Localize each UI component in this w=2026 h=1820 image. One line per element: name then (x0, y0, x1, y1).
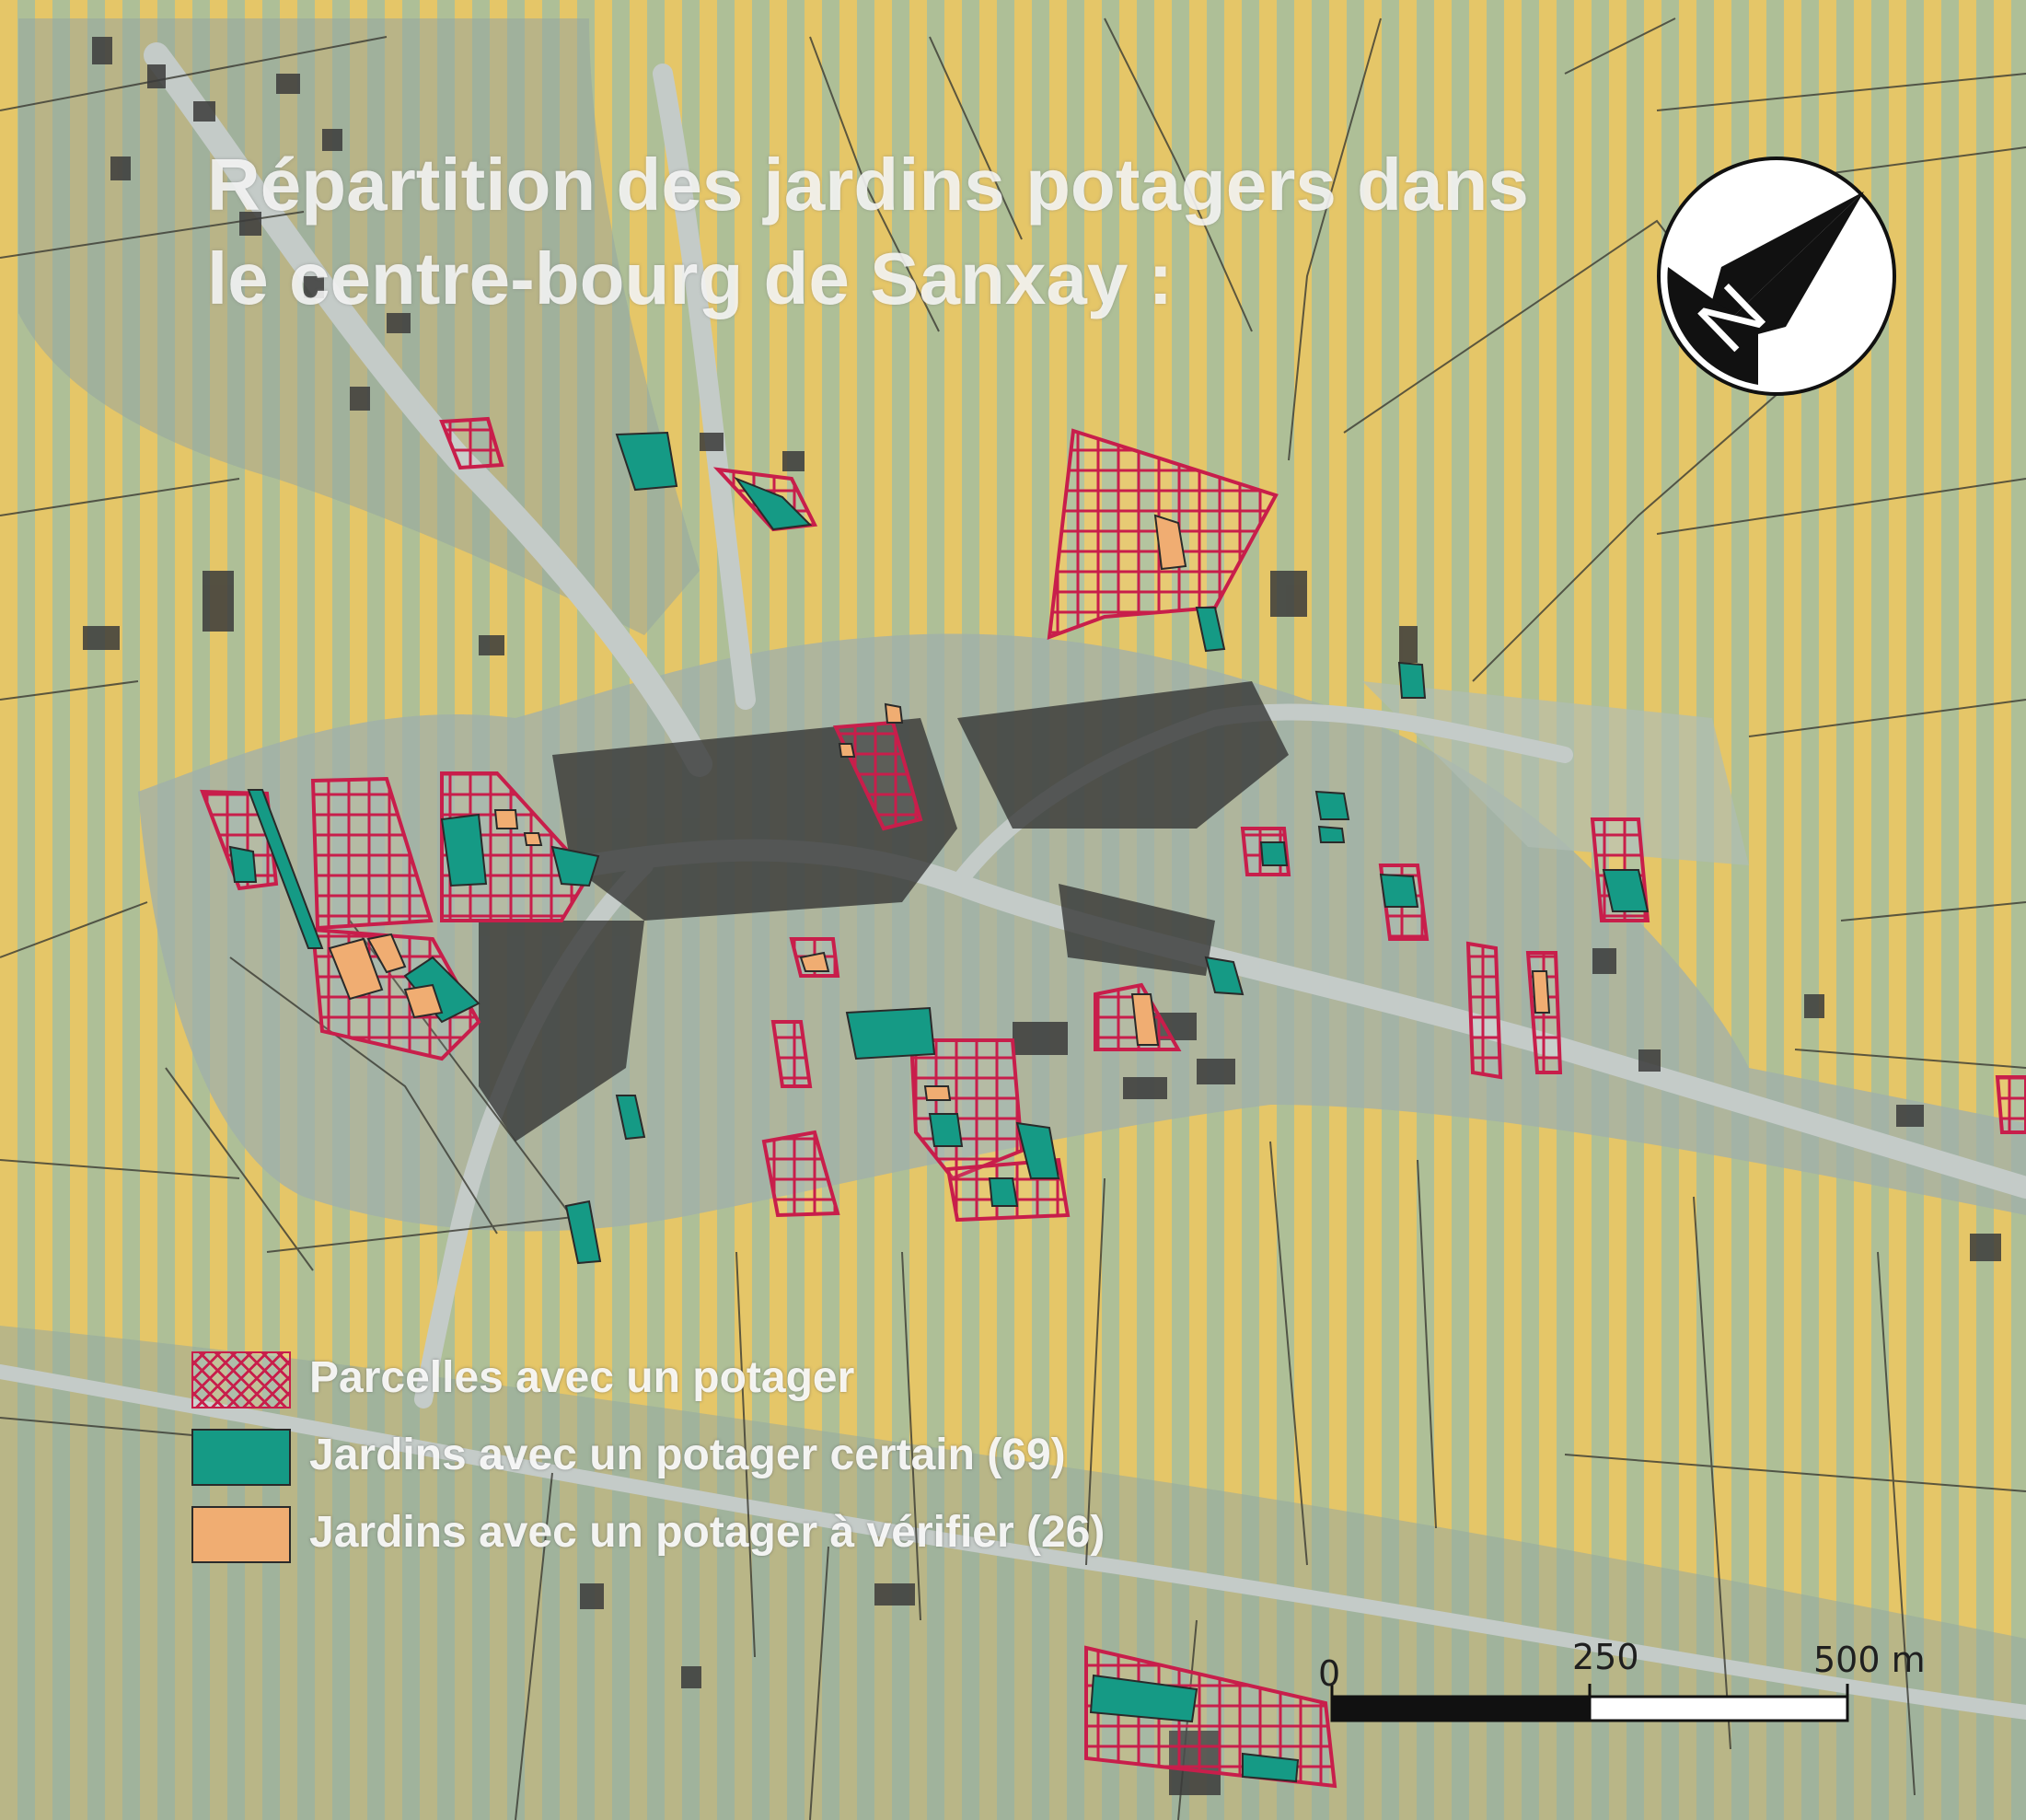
parcel-hatch (1465, 941, 1503, 1080)
map-title: Répartition des jardins potagers dans le… (207, 138, 1680, 326)
garden-certain (615, 1095, 646, 1141)
scale-bar (1330, 1684, 1849, 1722)
garden-certain (1259, 841, 1289, 866)
garden-certain (1317, 825, 1346, 843)
legend-swatch-green (191, 1429, 291, 1486)
garden-to-verify (403, 983, 444, 1019)
legend-label: Jardins avec un potager certain (69) (309, 1431, 1066, 1479)
garden-to-verify (328, 937, 384, 1001)
parcel-hatch (310, 776, 434, 931)
garden-to-verify (884, 702, 904, 724)
buildings (83, 37, 2001, 1795)
legend-label: Parcelles avec un potager (309, 1353, 855, 1402)
garden-to-verify (523, 832, 543, 846)
garden-certain (564, 1200, 602, 1265)
scale-label-0: 0 (1318, 1653, 1341, 1694)
garden-certain (1204, 956, 1245, 996)
map-title-line-2: le centre-bourg de Sanxay : (207, 238, 1174, 319)
garden-to-verify (838, 743, 856, 758)
parcel-hatch (439, 416, 504, 470)
legend-swatch-orange (191, 1506, 291, 1563)
garden-certain (440, 813, 488, 887)
scale-label-500m: 500 m (1813, 1640, 1926, 1680)
parcels-with-garden (200, 416, 2026, 1789)
garden-certain (615, 431, 678, 492)
garden-certain (247, 789, 324, 949)
garden-to-verify (1130, 993, 1160, 1046)
garden-to-verify (493, 809, 519, 829)
gardens-to-verify (328, 514, 1551, 1101)
garden-certain (1397, 661, 1427, 699)
garden-to-verify (1153, 514, 1187, 571)
scale-label-250: 250 (1572, 1637, 1639, 1677)
parcel-hatch (761, 1130, 840, 1218)
garden-certain (845, 1006, 936, 1061)
garden-certain (988, 1177, 1019, 1207)
garden-certain (1015, 1121, 1060, 1179)
garden-certain (1314, 790, 1350, 820)
legend-label: Jardins avec un potager à vérifier (26) (309, 1508, 1106, 1557)
legend-swatch-hatch (191, 1351, 291, 1408)
garden-certain (734, 476, 813, 531)
garden-certain (1602, 869, 1650, 912)
map-title-line-1: Répartition des jardins potagers dans (207, 144, 1529, 226)
garden-certain (228, 845, 258, 883)
garden-certain (550, 845, 600, 887)
parcel-lines (0, 17, 2026, 1820)
gardens-certain (228, 431, 1650, 1783)
parcel-hatch (1995, 1075, 2026, 1134)
garden-to-verify (923, 1085, 952, 1101)
garden-certain (1195, 607, 1226, 653)
garden-certain (1089, 1674, 1198, 1723)
parcel-hatch (770, 1020, 813, 1088)
parcel-hatch (832, 720, 923, 831)
garden-certain (1379, 873, 1419, 908)
garden-to-verify (1531, 970, 1551, 1014)
garden-to-verify (799, 951, 830, 972)
north-arrow-icon (1657, 156, 1896, 396)
garden-certain (1242, 1752, 1300, 1783)
garden-certain (928, 1113, 964, 1147)
garden-to-verify (366, 933, 407, 974)
